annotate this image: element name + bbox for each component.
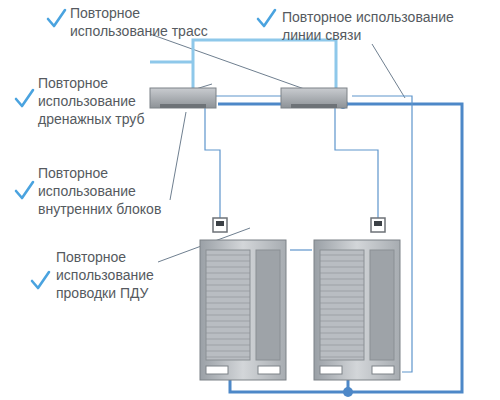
remote-wiring [205, 108, 378, 218]
callout-text: Повторное использование линии связи [282, 8, 462, 44]
leader-lines [150, 34, 405, 262]
pipe-joint [343, 387, 353, 397]
indoor-units [150, 88, 347, 108]
drain-pipes [150, 40, 336, 90]
callout-text: Повторное использование дренажных труб [38, 74, 163, 128]
remote-controllers [213, 218, 385, 232]
callout-text: Повторное использование внутренних блоко… [38, 164, 178, 218]
outdoor-units [200, 240, 400, 380]
callout-text: Повторное использование проводки ПДУ [56, 248, 181, 302]
callout-text: Повторное использование трасс [70, 4, 220, 40]
